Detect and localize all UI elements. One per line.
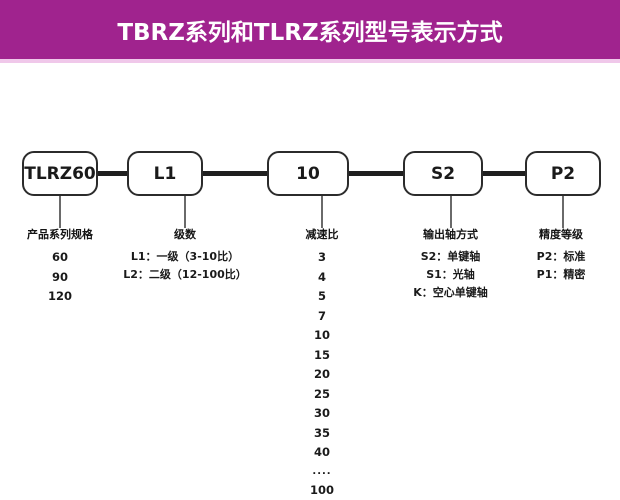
model-code-diagram: TLRZ60 L1 10 S2 P2 产品系列规格 60 90 120 级数 L… (0, 63, 620, 460)
page-title: TBRZ系列和TLRZ系列型号表示方式 (117, 13, 502, 47)
column-stages: 级数 L1：一级（3-10比） L2：二级（12-100比） (110, 228, 260, 284)
connector-line-3 (348, 171, 403, 176)
code-box-stages[interactable]: L1 (127, 151, 203, 196)
column-stages-header: 级数 (110, 228, 260, 242)
code-box-accuracy-label: P2 (551, 164, 575, 184)
code-box-ratio[interactable]: 10 (267, 151, 349, 196)
column-reduction-ratio-item: 15 (262, 346, 382, 366)
column-output-shaft-item: K：空心单键轴 (378, 284, 523, 302)
connector-line-2 (202, 171, 267, 176)
code-box-stages-label: L1 (154, 164, 177, 184)
column-reduction-ratio-item: 10 (262, 326, 382, 346)
column-reduction-ratio-item: 25 (262, 385, 382, 405)
code-box-series[interactable]: TLRZ60 (22, 151, 98, 196)
leader-tick-1 (59, 196, 61, 228)
column-series-spec-item: 90 (0, 268, 120, 288)
column-series-spec: 产品系列规格 60 90 120 (0, 228, 120, 307)
column-reduction-ratio-item: 4 (262, 268, 382, 288)
column-accuracy-grade: 精度等级 P2：标准 P1：精密 (502, 228, 620, 284)
code-box-series-label: TLRZ60 (24, 164, 96, 184)
column-accuracy-grade-item: P1：精密 (502, 266, 620, 284)
column-reduction-ratio-header: 减速比 (262, 228, 382, 242)
column-accuracy-grade-item: P2：标准 (502, 248, 620, 266)
column-reduction-ratio-item: 7 (262, 307, 382, 327)
column-reduction-ratio-item: 30 (262, 404, 382, 424)
column-series-spec-item: 60 (0, 248, 120, 268)
leader-tick-2 (184, 196, 186, 228)
column-stages-item: L2：二级（12-100比） (110, 266, 260, 284)
column-reduction-ratio: 减速比 3 4 5 7 10 15 20 25 30 35 40 .... 10… (262, 228, 382, 500)
leader-tick-3 (321, 196, 323, 228)
column-accuracy-grade-header: 精度等级 (502, 228, 620, 242)
column-reduction-ratio-item: 100 (262, 481, 382, 500)
leader-tick-5 (562, 196, 564, 228)
column-reduction-ratio-item: 20 (262, 365, 382, 385)
column-series-spec-header: 产品系列规格 (0, 228, 120, 242)
title-banner: TBRZ系列和TLRZ系列型号表示方式 (0, 0, 620, 59)
column-reduction-ratio-item: 5 (262, 287, 382, 307)
column-reduction-ratio-ellipsis: .... (262, 463, 382, 481)
code-box-output-shaft-label: S2 (431, 164, 455, 184)
code-box-output-shaft[interactable]: S2 (403, 151, 483, 196)
code-box-ratio-label: 10 (296, 164, 320, 184)
code-box-accuracy[interactable]: P2 (525, 151, 601, 196)
column-stages-item: L1：一级（3-10比） (110, 248, 260, 266)
column-reduction-ratio-item: 3 (262, 248, 382, 268)
leader-tick-4 (450, 196, 452, 228)
connector-line-4 (482, 171, 525, 176)
connector-line-1 (97, 171, 128, 176)
column-reduction-ratio-item: 35 (262, 424, 382, 444)
column-series-spec-item: 120 (0, 287, 120, 307)
